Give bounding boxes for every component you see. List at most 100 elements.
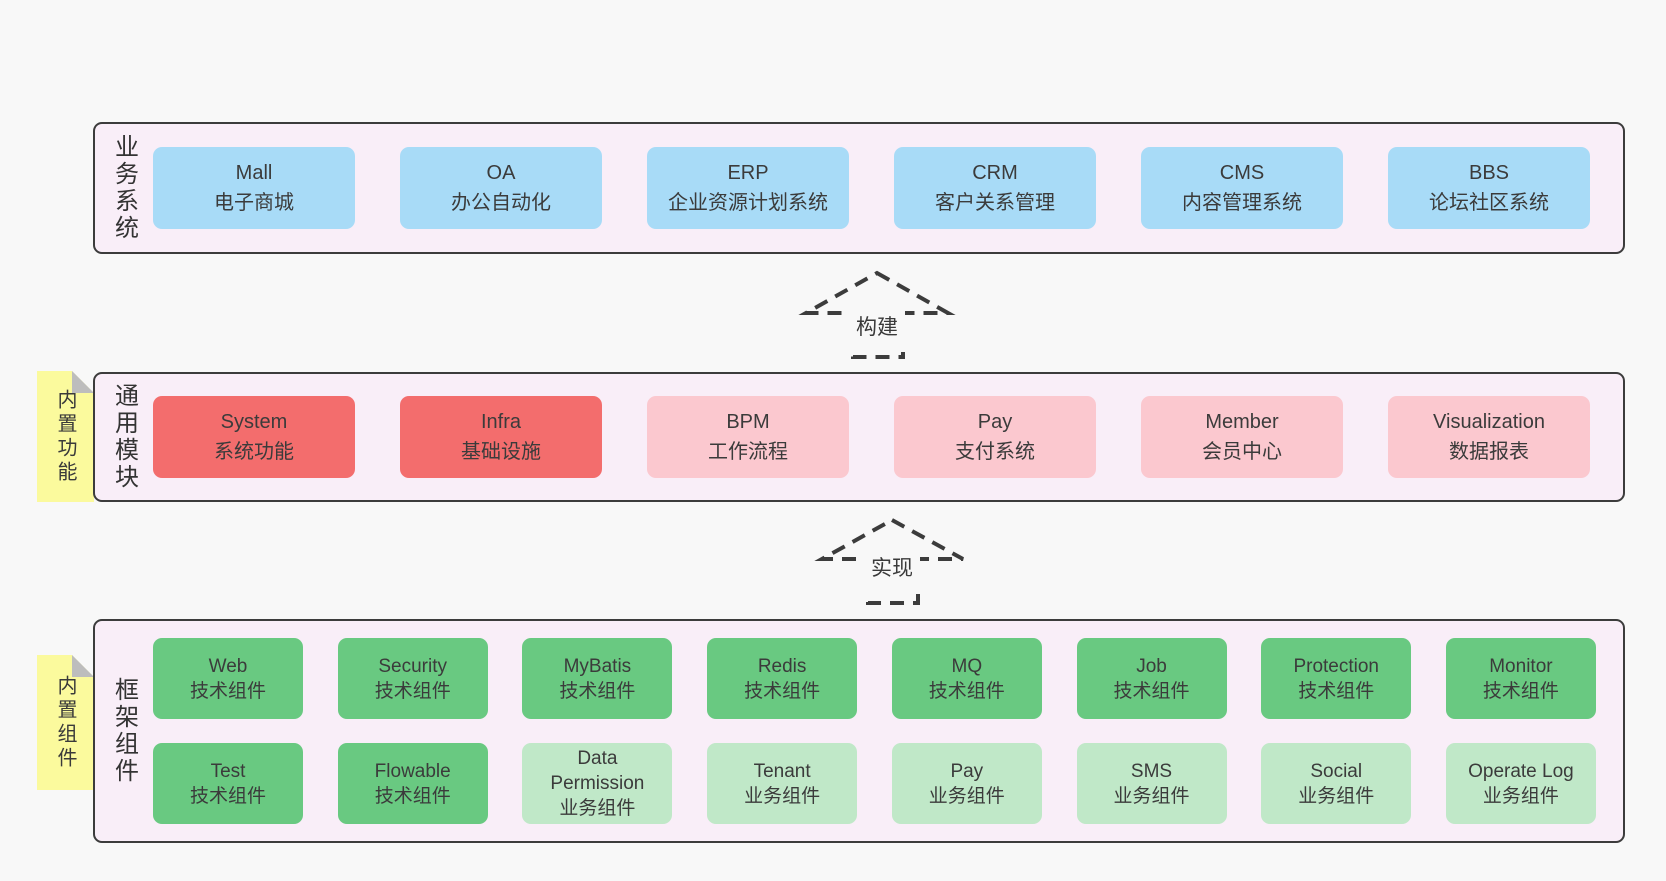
box-mq: MQ 技术组件 xyxy=(891,638,1042,719)
box-subtitle: 数据报表 xyxy=(1449,441,1529,463)
box-subtitle: 基础设施 xyxy=(461,441,541,463)
box-erp: ERP 企业资源计划系统 xyxy=(647,147,849,229)
box-subtitle: 支付系统 xyxy=(955,441,1035,463)
box-crm: CRM 客户关系管理 xyxy=(894,147,1096,229)
box-subtitle: 系统功能 xyxy=(214,441,294,463)
sticky-note-built-in-features: 内置功能 xyxy=(37,371,94,502)
box-subtitle: 技术组件 xyxy=(1298,680,1375,702)
band-label-text: 业务系统 xyxy=(110,134,138,242)
box-subtitle: 技术组件 xyxy=(559,680,636,702)
box-redis: Redis 技术组件 xyxy=(707,638,858,719)
box-title: CMS xyxy=(1219,162,1265,184)
box-subtitle: 办公自动化 xyxy=(451,192,551,214)
box-title: Tenant xyxy=(753,760,811,782)
box-subtitle: 技术组件 xyxy=(1113,680,1190,702)
box-title: CRM xyxy=(972,162,1018,184)
box-title: Monitor xyxy=(1489,655,1553,677)
box-flowable: Flowable 技术组件 xyxy=(337,743,488,824)
arrow-label-bg xyxy=(849,306,905,352)
implement-arrow-icon: 实现 xyxy=(814,517,964,605)
sticky-note-built-in-components: 内置组件 xyxy=(37,655,94,790)
box-title: MQ xyxy=(951,655,983,677)
box-monitor: Monitor 技术组件 xyxy=(1445,638,1596,719)
box-mall: Mall 电子商城 xyxy=(153,147,355,229)
box-data-permission: Data Permission 业务组件 xyxy=(522,743,673,824)
box-title: Social xyxy=(1310,760,1363,782)
box-title: ERP xyxy=(727,162,769,184)
box-title: Job xyxy=(1136,655,1167,677)
band-label-text: 框架组件 xyxy=(110,677,138,785)
box-subtitle: 内容管理系统 xyxy=(1182,192,1302,214)
box-title: Infra xyxy=(480,411,522,433)
box-oa: OA 办公自动化 xyxy=(400,147,602,229)
box-subtitle: 电子商城 xyxy=(214,192,294,214)
component-row-2: Test 技术组件 Flowable 技术组件 Data Permission 业务组… xyxy=(153,743,1596,824)
box-title: Pay xyxy=(977,411,1013,433)
box-title: Data Permission xyxy=(550,748,645,794)
box-bbs: BBS 论坛社区系统 xyxy=(1388,147,1590,229)
box-title: BBS xyxy=(1468,162,1510,184)
box-bpm: BPM 工作流程 xyxy=(647,396,849,478)
box-visualization: Visualization 数据报表 xyxy=(1388,396,1590,478)
box-title: Pay xyxy=(950,760,984,782)
box-subtitle: 论坛社区系统 xyxy=(1429,192,1549,214)
box-subtitle: 技术组件 xyxy=(1482,680,1559,702)
box-subtitle: 业务组件 xyxy=(928,785,1005,807)
box-mybatis: MyBatis 技术组件 xyxy=(522,638,673,719)
box-title: BPM xyxy=(726,411,770,433)
box-title: Flowable xyxy=(374,760,451,782)
box-pay-component: Pay 业务组件 xyxy=(891,743,1042,824)
box-subtitle: 技术组件 xyxy=(374,785,451,807)
box-web: Web 技术组件 xyxy=(153,638,303,719)
box-title: Redis xyxy=(757,655,807,677)
arrow-label: 构建 xyxy=(856,316,898,339)
box-title: Visualization xyxy=(1433,411,1545,433)
box-subtitle: 技术组件 xyxy=(189,680,266,702)
box-subtitle: 业务组件 xyxy=(1113,785,1190,807)
box-job: Job 技术组件 xyxy=(1076,638,1227,719)
box-subtitle: 业务组件 xyxy=(559,798,636,819)
build-arrow-icon: 构建 xyxy=(798,270,956,359)
box-title: Mall xyxy=(235,162,273,184)
box-title: MyBatis xyxy=(563,655,632,677)
box-title: Protection xyxy=(1293,655,1379,677)
band-label-text: 通用模块 xyxy=(110,383,138,491)
sticky-note-text: 内置功能 xyxy=(54,388,76,485)
box-title: Operate Log xyxy=(1468,760,1574,782)
box-system: System 系统功能 xyxy=(153,396,355,478)
box-subtitle: 技术组件 xyxy=(744,680,821,702)
arrow-label: 实现 xyxy=(871,557,913,580)
band-label: 业务系统 xyxy=(95,124,153,252)
box-cms: CMS 内容管理系统 xyxy=(1141,147,1343,229)
box-subtitle: 会员中心 xyxy=(1202,441,1282,463)
band-label: 通用模块 xyxy=(95,374,153,500)
box-member: Member 会员中心 xyxy=(1141,396,1343,478)
box-subtitle: 业务组件 xyxy=(744,785,821,807)
box-title: System xyxy=(220,411,288,433)
box-title: Security xyxy=(378,655,448,677)
box-title: Web xyxy=(208,655,248,677)
band-content: Mall 电子商城 OA 办公自动化 ERP 企业资源计划系统 CRM 客户关系管理 C… xyxy=(153,124,1623,252)
box-subtitle: 业务组件 xyxy=(1298,785,1375,807)
arrow-label-bg xyxy=(864,547,920,593)
box-subtitle: 技术组件 xyxy=(928,680,1005,702)
band-business-systems: 业务系统 Mall 电子商城 OA 办公自动化 ERP 企业资源计划系统 CRM 客户关… xyxy=(93,122,1625,254)
box-social: Social 业务组件 xyxy=(1261,743,1412,824)
box-protection: Protection 技术组件 xyxy=(1261,638,1412,719)
box-subtitle: 技术组件 xyxy=(189,785,266,807)
box-title: Member xyxy=(1205,411,1279,433)
band-common-modules: 通用模块 System 系统功能 Infra 基础设施 BPM 工作流程 Pay 支付系… xyxy=(93,372,1625,502)
box-infra: Infra 基础设施 xyxy=(400,396,602,478)
box-title: OA xyxy=(486,162,516,184)
box-test: Test 技术组件 xyxy=(153,743,303,824)
box-subtitle: 企业资源计划系统 xyxy=(668,192,828,214)
box-subtitle: 工作流程 xyxy=(708,441,788,463)
box-title: Test xyxy=(210,760,246,782)
box-subtitle: 客户关系管理 xyxy=(935,192,1055,214)
band-content: System 系统功能 Infra 基础设施 BPM 工作流程 Pay 支付系统 Mem… xyxy=(153,374,1623,500)
